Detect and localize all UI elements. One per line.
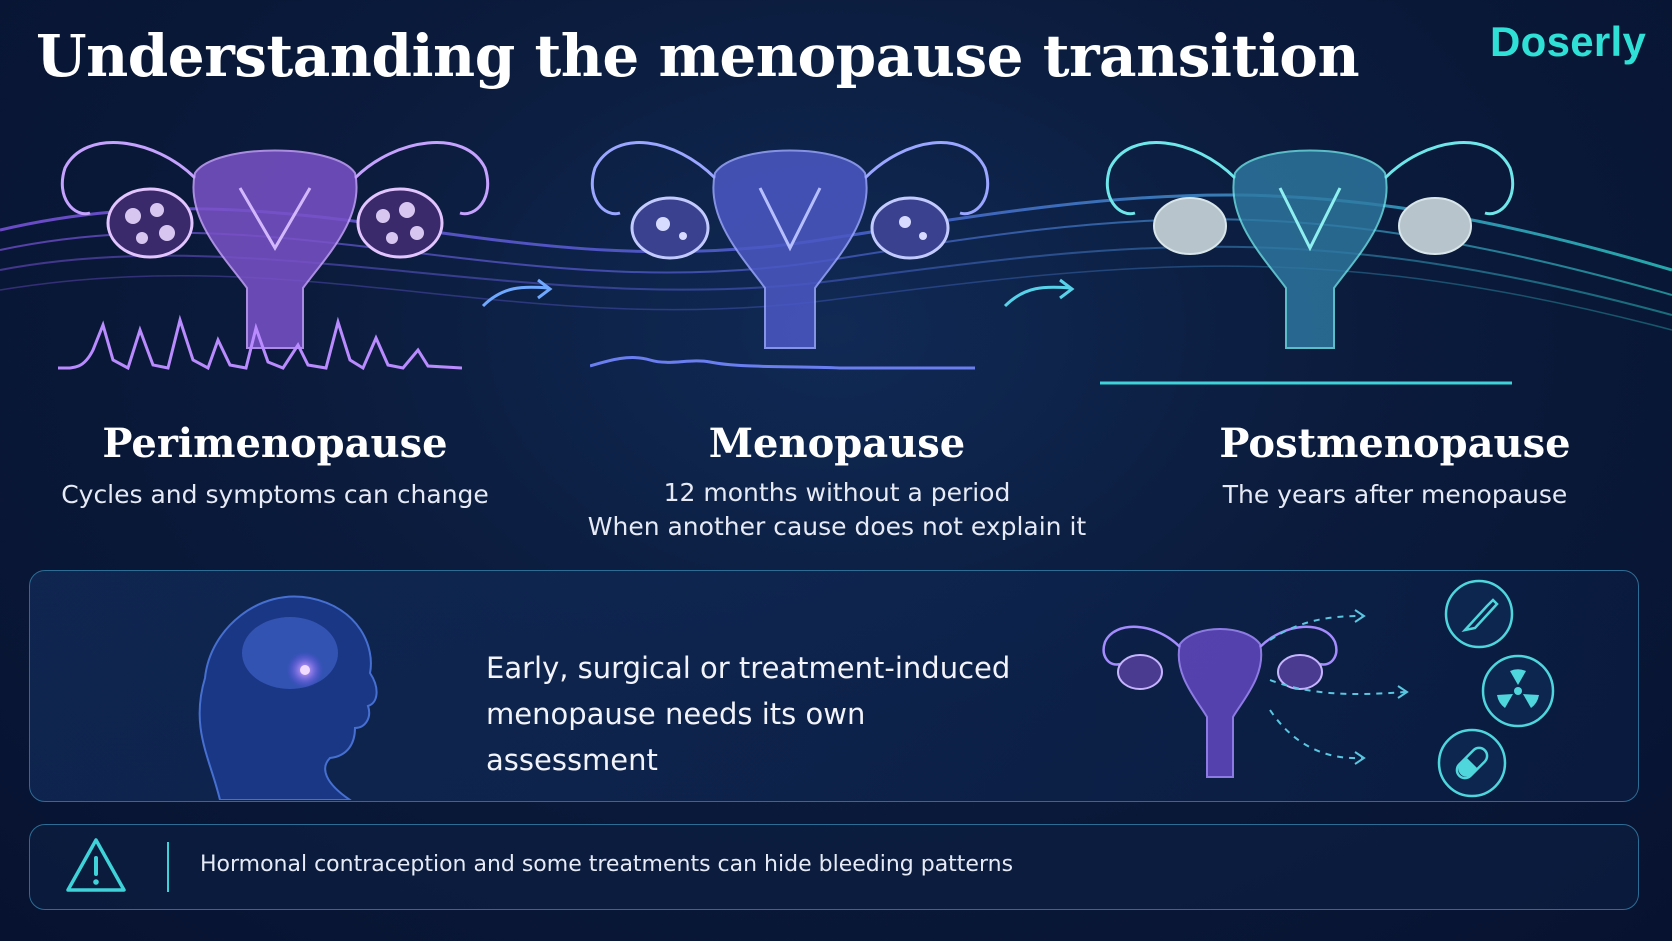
stage-subtitle-menopause-line2: When another cause does not explain it xyxy=(587,512,1087,541)
special-cases-line2: menopause needs its own assessment xyxy=(486,697,866,777)
woman-brain-illustration xyxy=(198,595,378,800)
postmenopause-uterus-illustration xyxy=(1105,141,1515,349)
surgical-scalpel-icon xyxy=(1444,579,1514,649)
arrow-right-icon xyxy=(1003,278,1075,308)
stage-subtitle-menopause-line1: 12 months without a period xyxy=(663,478,1011,507)
special-cases-line1: Early, surgical or treatment-induced xyxy=(486,651,1011,685)
flat-hormone-line xyxy=(1100,381,1512,385)
stage-subtitle-postmenopause: The years after menopause xyxy=(1222,480,1568,509)
dashed-connector-arrows xyxy=(1269,609,1409,765)
arrow-right-icon xyxy=(481,278,553,308)
radiation-icon xyxy=(1481,654,1555,728)
stage-title-perimenopause: Perimenopause xyxy=(102,420,448,467)
page-title: Understanding the menopause transition xyxy=(36,22,1360,90)
note-divider xyxy=(167,842,169,892)
menopause-uterus-illustration xyxy=(590,141,990,349)
fluctuating-hormone-line xyxy=(58,314,462,371)
stage-title-menopause: Menopause xyxy=(708,420,966,467)
stage-title-postmenopause: Postmenopause xyxy=(1219,420,1571,467)
caution-note-text: Hormonal contraception and some treatmen… xyxy=(200,852,1014,877)
low-hormone-line xyxy=(590,356,975,370)
brand-logo: Doserly xyxy=(1490,18,1647,65)
uterus-small-illustration xyxy=(1102,625,1338,778)
stage-subtitle-perimenopause: Cycles and symptoms can change xyxy=(61,480,489,509)
pill-capsule-icon xyxy=(1437,728,1507,798)
special-cases-text: Early, surgical or treatment-induced men… xyxy=(486,645,1046,783)
warning-triangle-icon xyxy=(66,838,126,892)
caution-note-bar xyxy=(29,824,1639,910)
perimenopause-uterus-illustration xyxy=(60,141,490,349)
